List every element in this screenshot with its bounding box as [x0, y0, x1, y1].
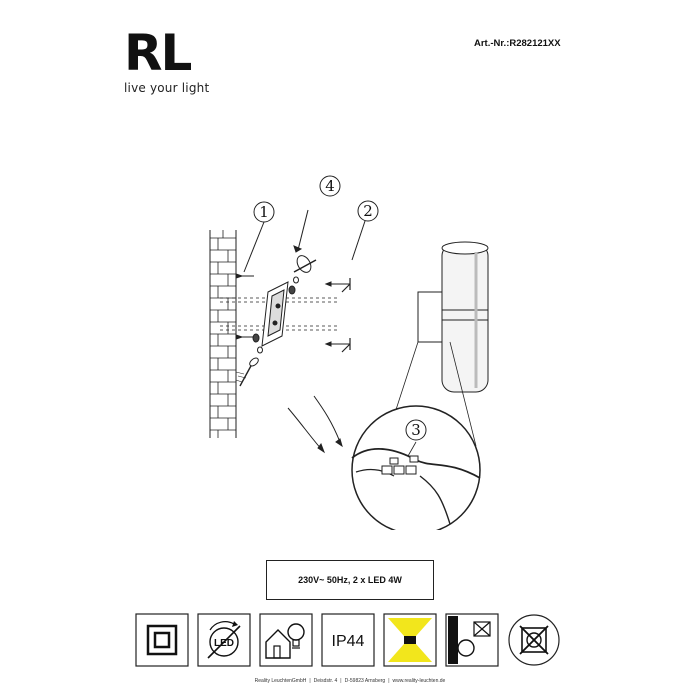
- callout-4: 4: [325, 177, 335, 195]
- lower-screw: [235, 357, 259, 387]
- footer-city: D-59823 Arnsberg: [344, 678, 386, 684]
- footer-street: Deisdstr. 4: [313, 678, 338, 684]
- no-dimmer-icon: [506, 612, 562, 668]
- led-label: LED: [214, 638, 234, 649]
- wall-dowels: [235, 273, 254, 340]
- motion-arrows: [287, 395, 343, 454]
- small-parts: [252, 276, 299, 354]
- footer-web: www.reality-leuchten.de: [392, 678, 446, 684]
- wall-luminaire: [417, 241, 489, 393]
- led-not-replaceable-icon: LED: [196, 612, 252, 668]
- brand-logo: RL live your light: [124, 28, 224, 98]
- ip-rating: IP44: [332, 633, 365, 650]
- indoor-use-icon: [258, 612, 314, 668]
- callout-4-circle: [319, 175, 341, 197]
- electrical-spec-box: 230V~ 50Hz, 2 x LED 4W: [266, 560, 434, 600]
- callout-1-circle: [253, 201, 275, 223]
- part-1-pointer: [243, 221, 265, 273]
- logo-tagline: live your light: [124, 81, 210, 95]
- footer-company: Reality LeuchtenGmbH: [254, 678, 307, 684]
- wiring-detail: [351, 405, 481, 530]
- article-number-value: R282121XX: [509, 38, 561, 49]
- callout-2: 2: [363, 202, 373, 220]
- callout-1: 1: [259, 203, 269, 221]
- brick-wall: [209, 230, 237, 438]
- symbol-row: LED IP44: [134, 612, 574, 668]
- protection-class-II-icon: [134, 612, 190, 668]
- callout-2-circle: [357, 200, 379, 222]
- article-number: Art.-Nr.:R282121XX: [474, 38, 561, 49]
- installation-diagram: 1 2 3 4: [209, 175, 489, 530]
- logo-mark: RL: [124, 24, 192, 82]
- light-up-down-icon: [382, 612, 438, 668]
- electrical-spec: 230V~ 50Hz, 2 x LED 4W: [298, 575, 402, 585]
- part-4-bracket: [293, 209, 317, 273]
- mounting-plate: [261, 281, 289, 347]
- callout-3: 3: [411, 421, 421, 439]
- callout-3-circle: [405, 419, 427, 441]
- article-number-label: Art.-Nr.:: [474, 38, 510, 49]
- company-footer: Reality LeuchtenGmbH|Deisdstr. 4|D-59823…: [254, 678, 446, 684]
- part-2-screws: [324, 217, 367, 353]
- ip44-icon: IP44: [320, 612, 376, 668]
- lamp-distance-icon: [444, 612, 500, 668]
